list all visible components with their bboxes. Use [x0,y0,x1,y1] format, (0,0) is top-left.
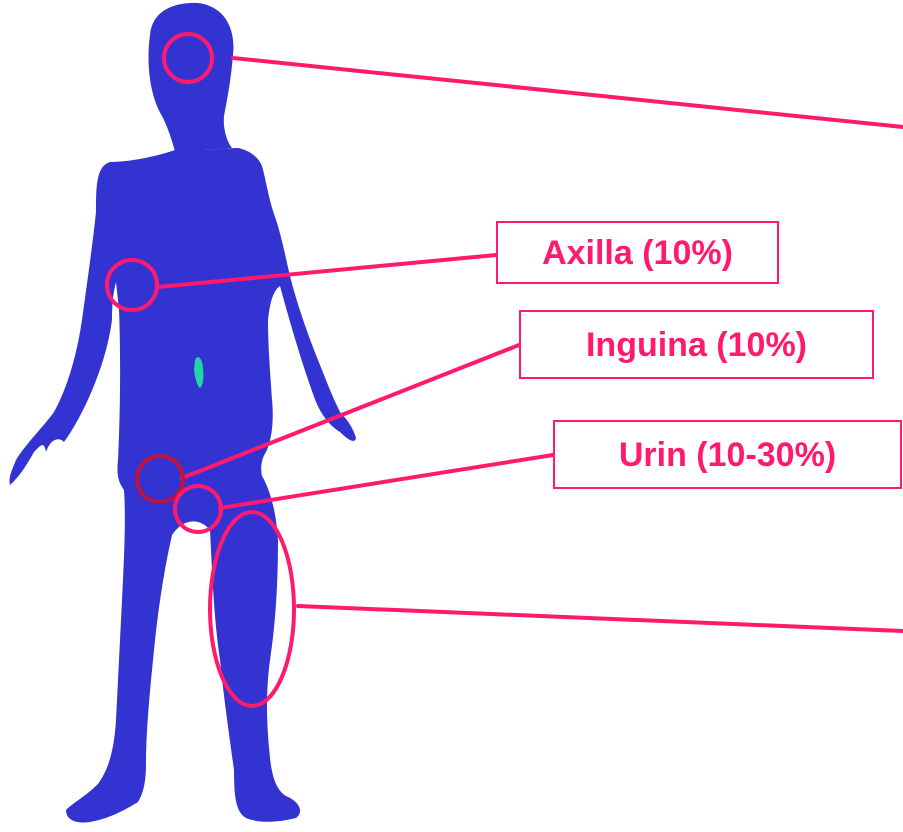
label-axilla: Axilla (10%) [496,221,779,284]
pointer-line-urin [220,455,553,508]
pointer-line-head [233,58,903,127]
pointer-line-leg [298,606,903,631]
label-urin: Urin (10-30%) [553,420,902,489]
silhouette-head [149,3,234,152]
label-inguina: Inguina (10%) [519,310,874,379]
human-silhouette [9,3,356,823]
